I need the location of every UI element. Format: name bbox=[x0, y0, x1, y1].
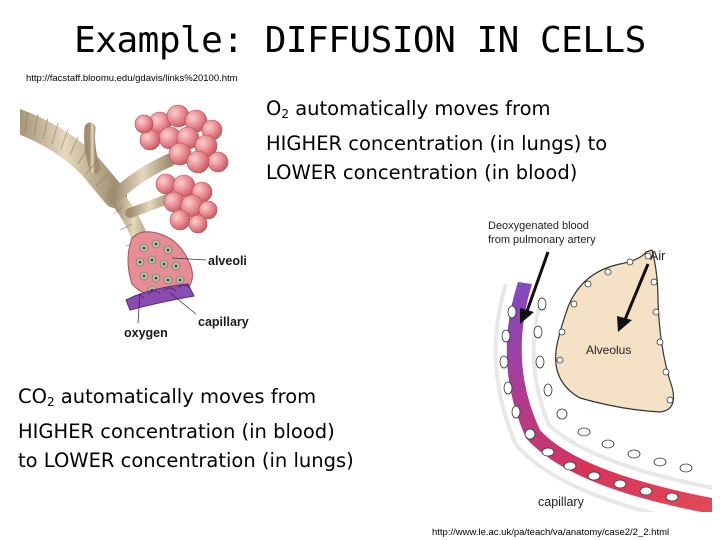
alveolus-sac bbox=[555, 249, 675, 413]
slide-title: Example: DIFFUSION IN CELLS bbox=[74, 20, 646, 61]
co2-subscript: 2 bbox=[46, 395, 55, 409]
label-air: Air bbox=[650, 249, 665, 263]
o2-subscript: 2 bbox=[281, 107, 289, 121]
co2-line3: to LOWER concentration (in lungs) bbox=[18, 449, 354, 472]
o2-line3: LOWER concentration (in blood) bbox=[266, 161, 578, 184]
co2-molecule: CO bbox=[18, 385, 47, 408]
label-capillary-right: capillary bbox=[538, 495, 585, 509]
source-url-top: http://facstaff.bloomu.edu/gdavis/links%… bbox=[26, 73, 238, 84]
source-url-bottom: http://www.le.ac.uk/pa/teach/va/anatomy/… bbox=[432, 527, 670, 538]
o2-diffusion-text: O2 automatically moves from HIGHER conce… bbox=[266, 94, 607, 187]
label-oxygen: oxygen bbox=[124, 326, 168, 340]
alveolar-sac bbox=[125, 231, 195, 311]
co2-line1: automatically moves from bbox=[54, 385, 317, 408]
co2-line2: HIGHER concentration (in blood) bbox=[18, 420, 335, 443]
air-arrow bbox=[617, 263, 650, 332]
alveoli-clusters bbox=[134, 104, 229, 234]
label-deoxygenated-2: from pulmonary artery bbox=[488, 234, 596, 246]
label-alveolus: Alveolus bbox=[586, 343, 631, 357]
capillary-vessel bbox=[506, 282, 712, 512]
label-capillary-left: capillary bbox=[198, 315, 249, 329]
lungs-alveoli-figure: alveoli capillary oxygen bbox=[20, 104, 249, 340]
label-alveoli: alveoli bbox=[208, 254, 247, 268]
alveolus-capillary-figure: Deoxygenated blood from pulmonary artery… bbox=[488, 220, 712, 512]
o2-line1: automatically moves from bbox=[289, 97, 551, 120]
label-deoxygenated-1: Deoxygenated blood bbox=[488, 220, 589, 232]
o2-line2: HIGHER concentration (in lungs) to bbox=[266, 132, 608, 155]
co2-diffusion-text: CO2 automatically moves from HIGHER conc… bbox=[18, 382, 354, 475]
deoxygenated-arrow bbox=[520, 251, 550, 324]
o2-molecule: O bbox=[266, 97, 282, 120]
